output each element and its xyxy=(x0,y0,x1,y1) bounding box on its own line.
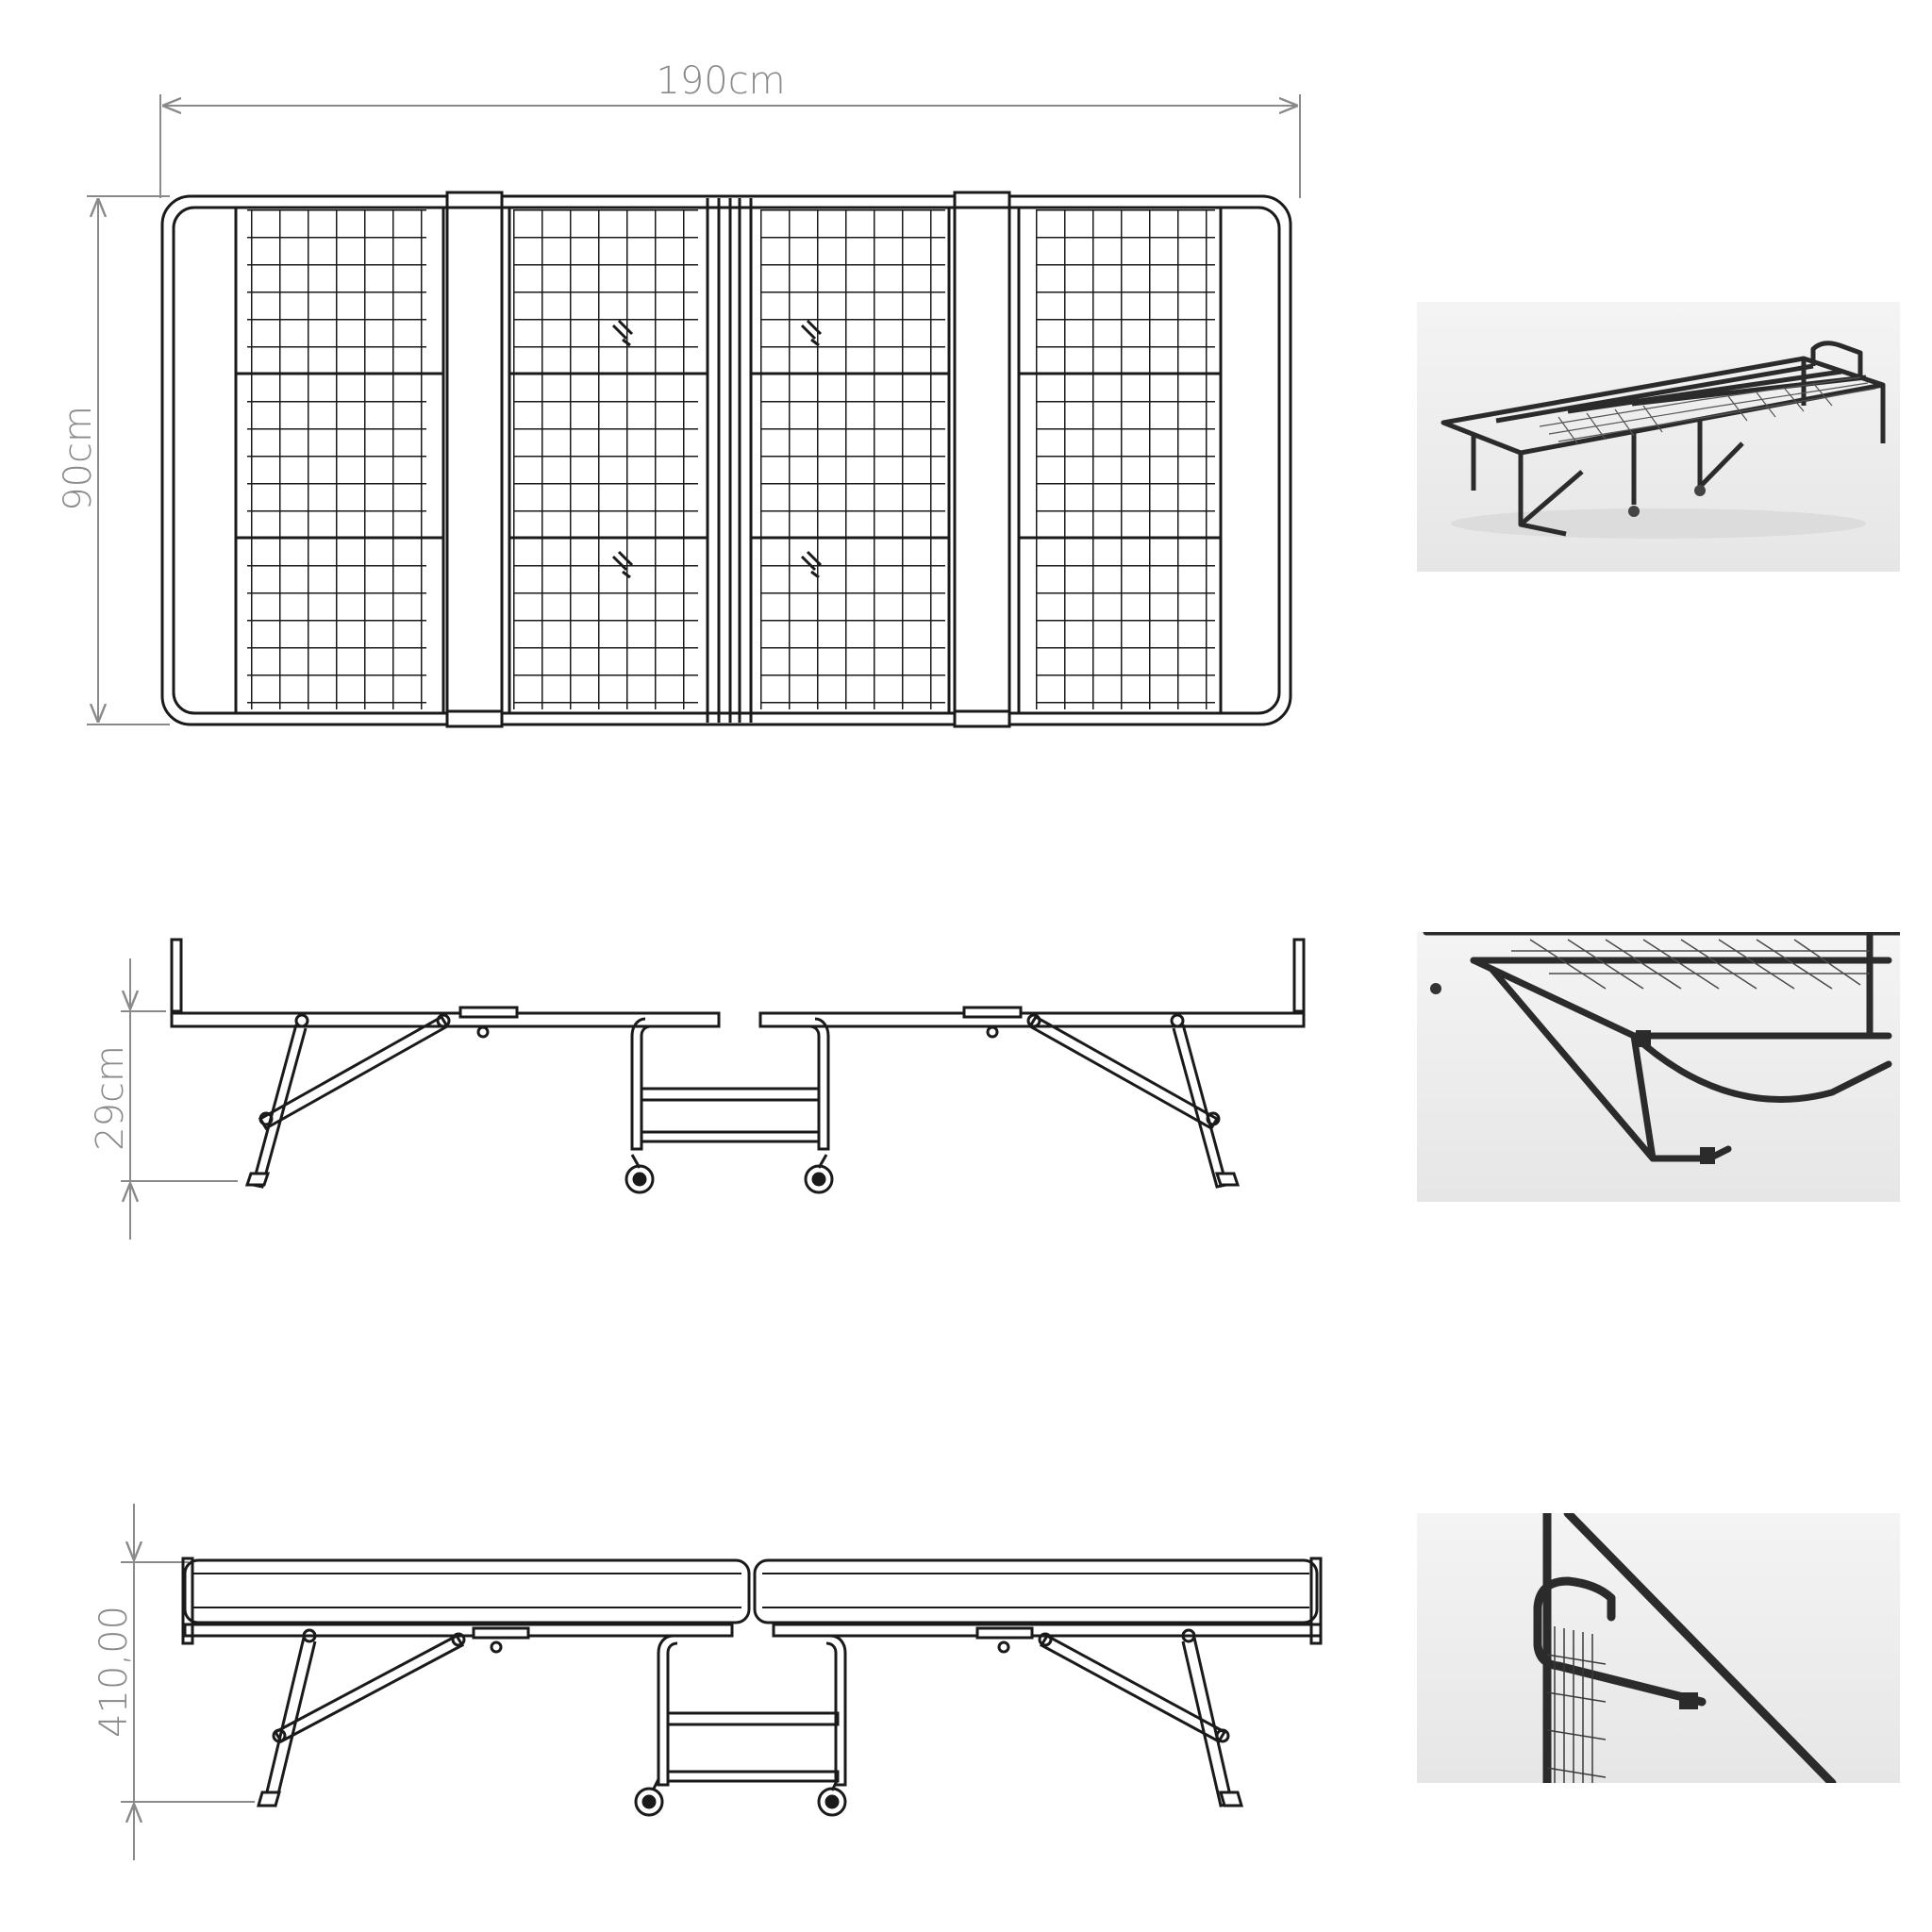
length-label: 190cm xyxy=(656,59,785,103)
open-frame-drawing xyxy=(170,938,1306,1194)
top-view: 190cm 90cm xyxy=(57,59,1301,728)
product-photo-leg-detail xyxy=(1417,932,1900,1202)
total-height-dimension xyxy=(121,1504,255,1860)
side-view-mattress: 410,00 xyxy=(92,1504,1323,1860)
product-photo-overview xyxy=(1417,302,1900,572)
product-photo-handle-detail xyxy=(1417,1513,1900,1783)
bed-frame-top xyxy=(160,191,1292,728)
mattress-frame-drawing xyxy=(181,1557,1323,1817)
width-label: 90cm xyxy=(57,406,100,511)
leg-illustration xyxy=(1423,932,1900,1164)
width-dimension xyxy=(87,195,170,725)
leg-height-label: 29cm xyxy=(89,1045,132,1151)
total-height-label: 410,00 xyxy=(92,1606,136,1738)
handle-illustration xyxy=(1533,1513,1837,1783)
side-view-open: 29cm xyxy=(89,938,1306,1240)
bed-illustration xyxy=(1441,341,1886,539)
leg-height-dimension xyxy=(121,958,238,1240)
length-dimension xyxy=(159,94,1301,198)
